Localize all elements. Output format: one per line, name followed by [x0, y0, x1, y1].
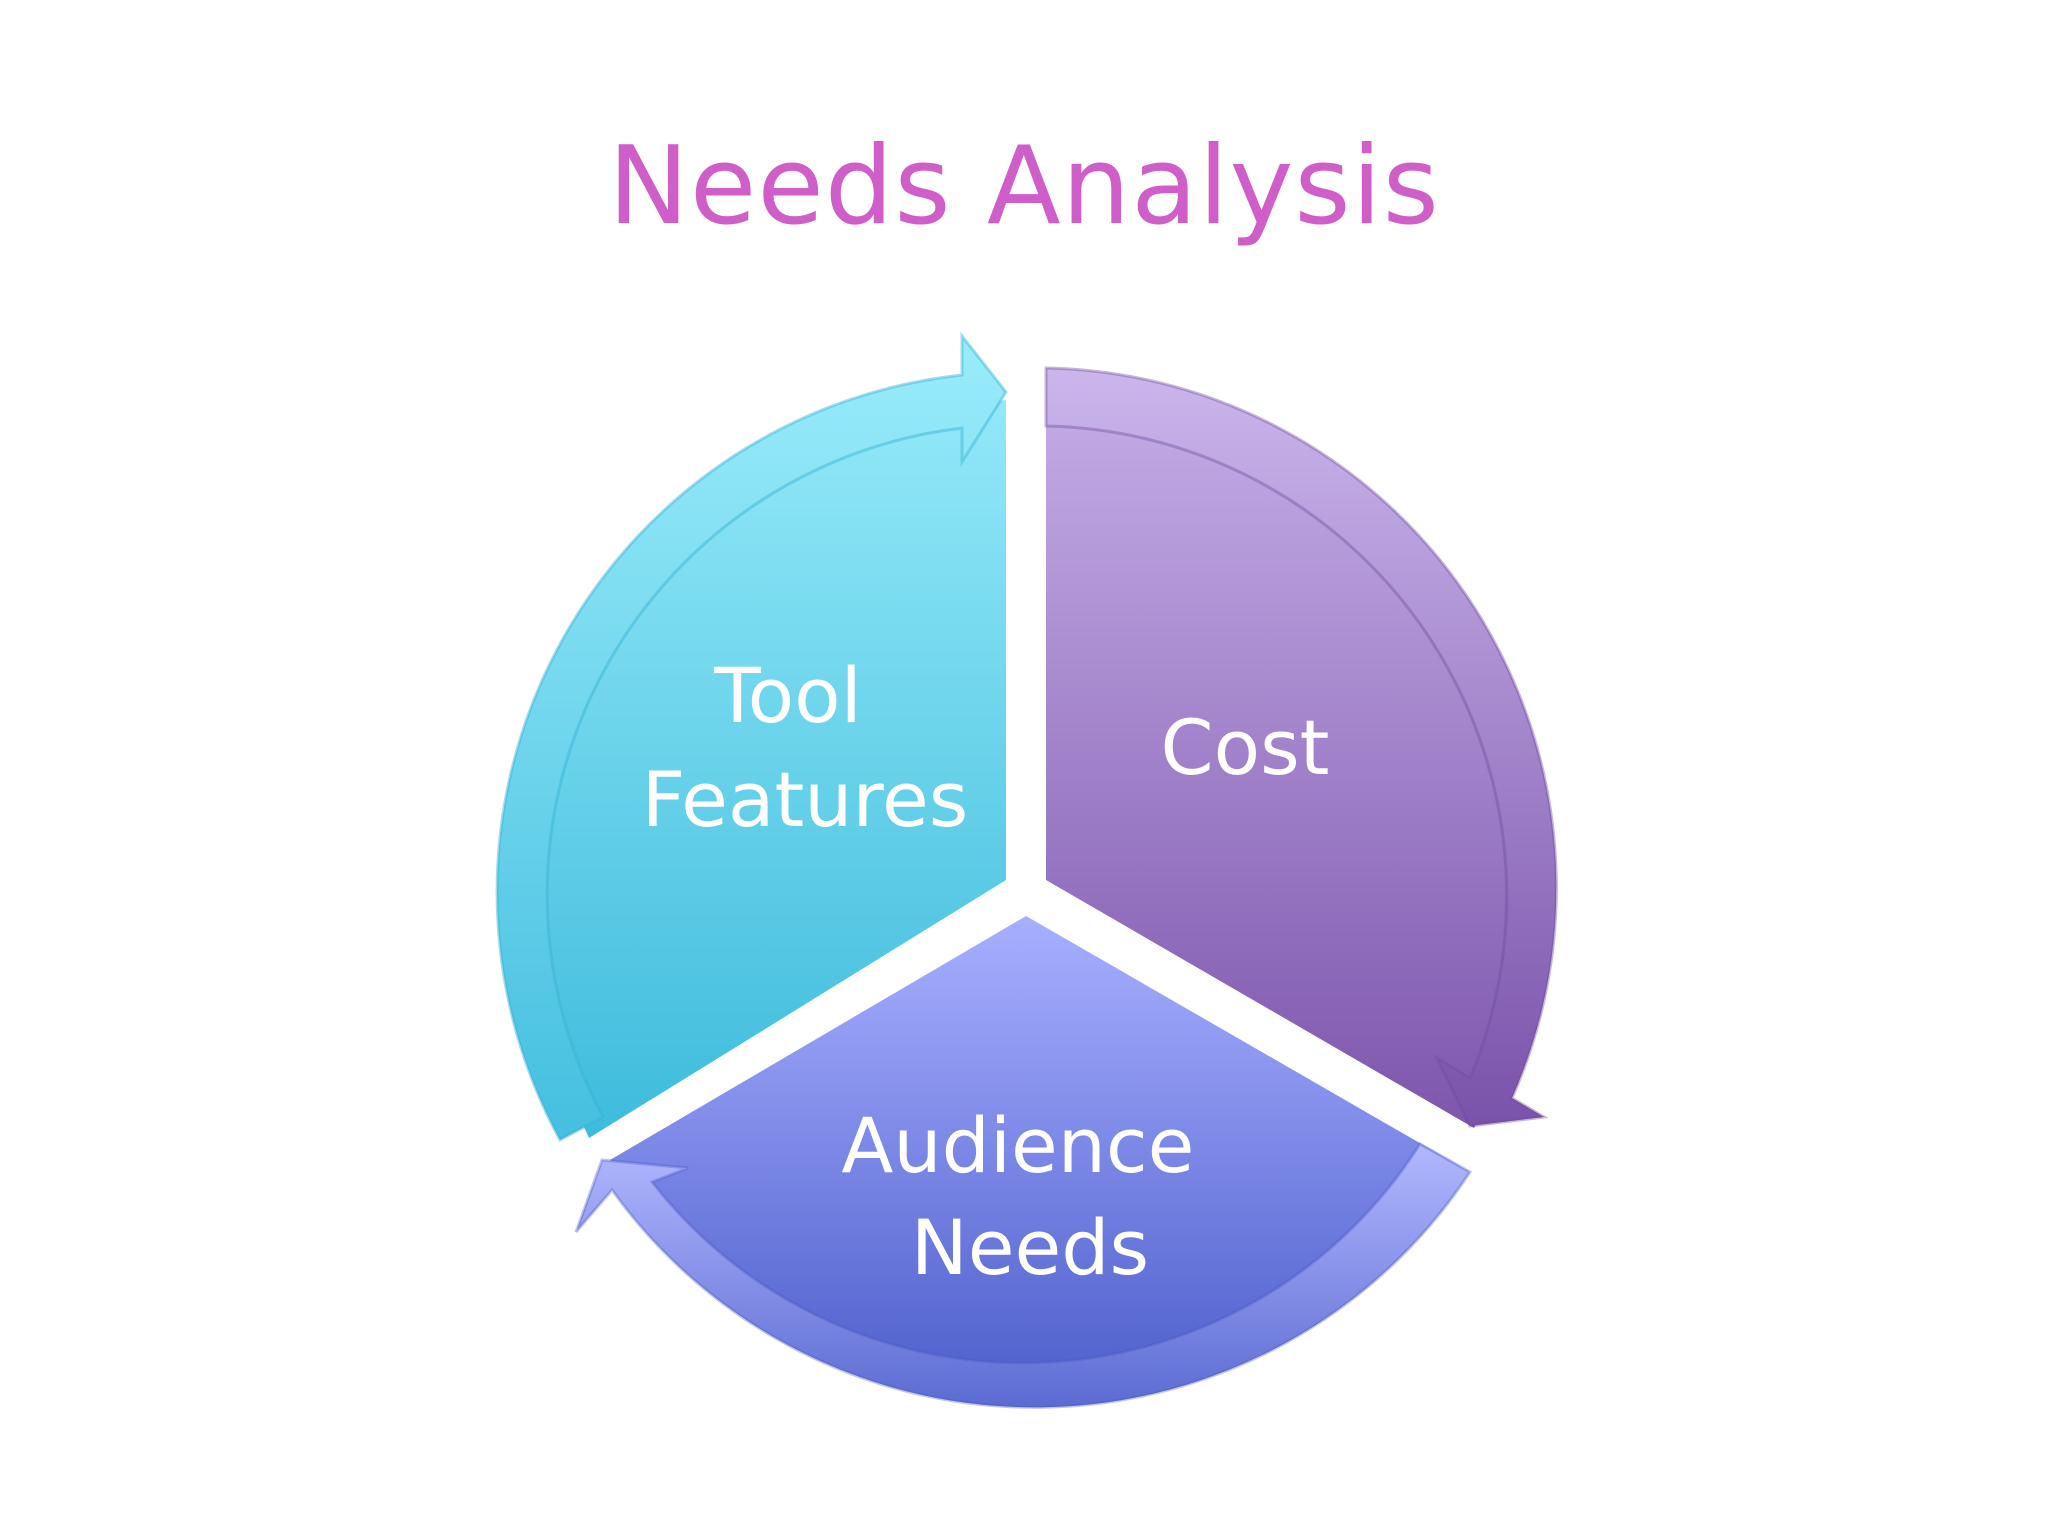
audience-needs-label: Audience Needs [841, 1101, 1218, 1292]
segment-cost: Cost [1044, 366, 1558, 1128]
cost-label-line-1: Cost [1161, 703, 1330, 792]
tool-features-label-line-2: Features [642, 755, 969, 844]
segment-audience-needs: Audience Needs [574, 916, 1473, 1409]
tool-features-wedge [539, 400, 1006, 1138]
cost-arrow [1044, 366, 1558, 1128]
diagram-title: Needs Analysis [608, 124, 1440, 249]
tool-features-label-line-1: Tool [713, 651, 862, 740]
cost-label: Cost [1161, 703, 1330, 792]
segment-tool-features: Tool Features [495, 331, 1008, 1143]
audience-needs-arrow [574, 1141, 1473, 1409]
audience-needs-wedge [610, 916, 1470, 1394]
audience-needs-label-line-2: Needs [911, 1203, 1149, 1292]
tool-features-label: Tool Features [642, 651, 969, 844]
tool-features-arrow [495, 331, 1008, 1143]
audience-needs-label-line-1: Audience [841, 1101, 1194, 1190]
